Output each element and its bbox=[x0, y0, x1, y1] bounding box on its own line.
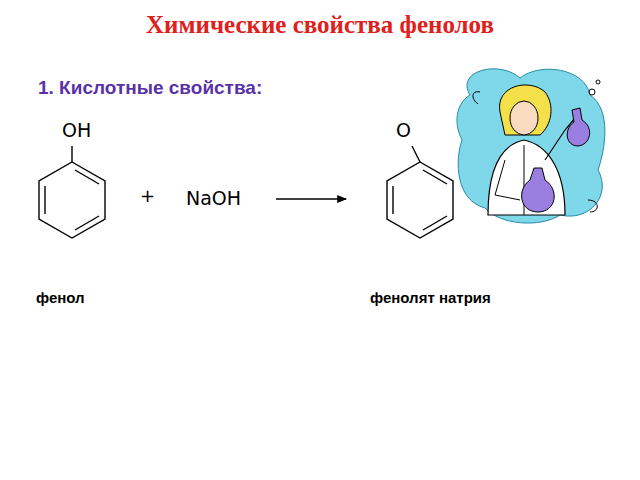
slide-title: Химические свойства фенолов bbox=[0, 12, 640, 37]
plus-sign: + bbox=[140, 187, 155, 205]
benzene-ring bbox=[387, 146, 453, 238]
chemist-clipart bbox=[457, 69, 605, 223]
hydroxyl-group: OH bbox=[62, 121, 91, 140]
compound-name: фенол bbox=[36, 290, 85, 305]
reagent-formula: NaOH bbox=[186, 189, 241, 208]
oxygen-atom: O bbox=[396, 121, 411, 140]
compound-name: фенолят натрия bbox=[370, 290, 491, 305]
section-heading: 1. Кислотные свойства: bbox=[38, 78, 262, 97]
benzene-ring bbox=[39, 146, 105, 238]
reaction-arrow bbox=[276, 198, 346, 199]
